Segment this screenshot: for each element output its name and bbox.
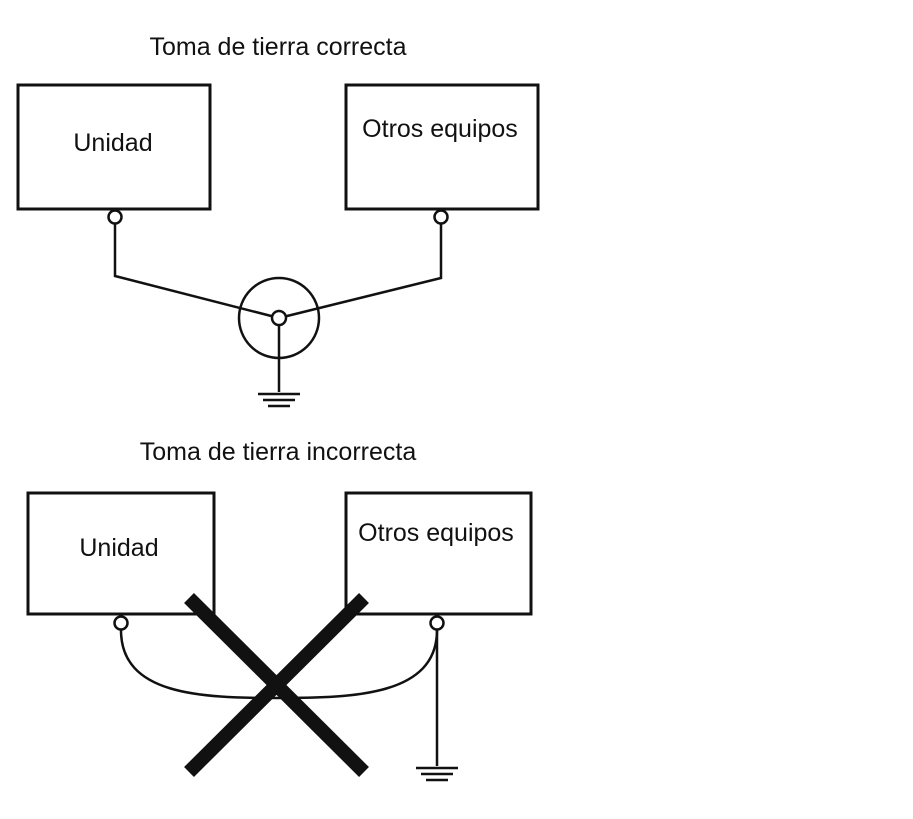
common-ground-point-ring: [237, 276, 321, 360]
unit-label-correct: Unidad: [73, 129, 152, 157]
unit-box-incorrect: [26, 491, 216, 616]
incorrect-grounding-title: Toma de tierra incorrecta: [140, 438, 417, 466]
daisy-chain-wire-incorrect: [119, 629, 439, 700]
correct-grounding-section: Toma de tierra correcta Unidad Otros equ…: [16, 33, 540, 408]
correct-grounding-title: Toma de tierra correcta: [149, 33, 406, 61]
other-equipment-box-incorrect: [344, 491, 533, 616]
common-ground-node: [270, 309, 288, 327]
unit-box-correct: [16, 83, 212, 211]
other-terminal-correct: [433, 209, 449, 225]
unit-terminal-correct: [107, 209, 123, 225]
unit-ground-wire-correct: [113, 224, 280, 320]
unit-label-incorrect: Unidad: [79, 534, 158, 562]
other-equipment-label-incorrect: Otros equipos: [358, 519, 514, 547]
unit-terminal-incorrect: [113, 615, 129, 631]
other-terminal-incorrect: [429, 615, 445, 631]
other-equipment-box-correct: [344, 83, 540, 211]
other-equipment-label-correct: Otros equipos: [362, 115, 518, 143]
incorrect-grounding-section: Toma de tierra incorrecta Unidad Otros e…: [26, 438, 533, 782]
ground-symbol-icon-incorrect: [416, 766, 458, 782]
cross-out-icon: [184, 593, 369, 777]
other-ground-wire-correct: [278, 224, 443, 320]
ground-symbol-icon-correct: [258, 392, 300, 408]
